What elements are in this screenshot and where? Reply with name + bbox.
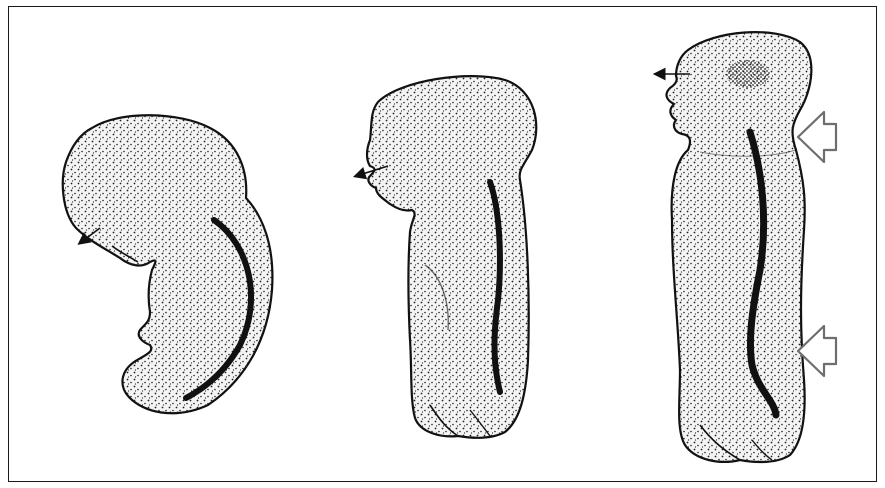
embryo-stage-1 bbox=[63, 115, 273, 413]
embryo-stage-3-head-shading bbox=[726, 60, 770, 88]
upper-hollow-arrow-icon bbox=[798, 112, 836, 162]
embryo-stage-3 bbox=[656, 32, 836, 462]
embryo-stage-2 bbox=[356, 76, 536, 438]
